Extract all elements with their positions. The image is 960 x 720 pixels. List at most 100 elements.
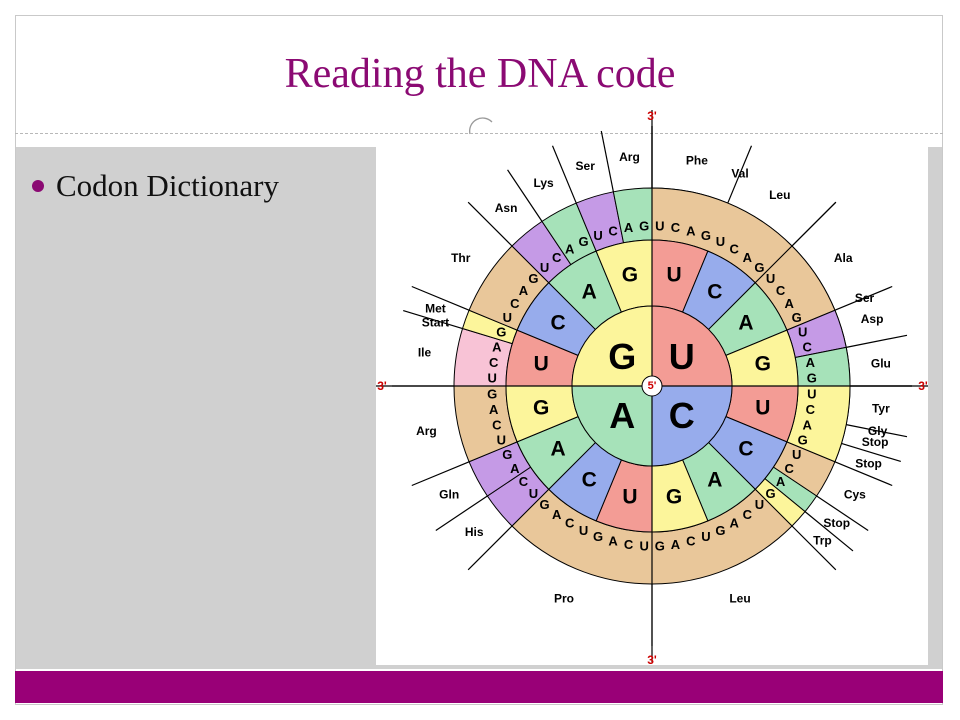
divider-line [846,424,908,438]
second-base-label: U [666,264,681,287]
second-base-label: G [755,352,771,375]
title-divider [15,133,943,134]
third-base-label: C [686,534,696,549]
third-base-label: G [798,432,808,447]
third-base-label: G [539,497,549,512]
center-label: 5' [648,380,657,392]
third-base-label: A [730,516,740,531]
third-base-label: U [503,310,512,325]
divider-line [600,130,614,192]
third-base-label: A [624,220,634,235]
amino-acid-label: Leu [769,188,790,202]
first-base-label: U [669,336,695,377]
second-base-label: A [582,281,597,304]
third-base-label: A [806,355,816,370]
amino-acid-label: Thr [451,251,471,265]
third-base-label: U [487,371,496,386]
second-base-label: U [622,485,637,508]
amino-acid-label: Lys [533,176,554,190]
third-base-label: G [792,310,802,325]
third-base-label: A [686,223,696,238]
first-base-label: C [669,395,695,436]
first-base-quadrant [571,385,653,467]
second-base-label: C [582,468,597,491]
slide-frame [15,15,943,705]
amino-acid-label: Ser [855,291,875,305]
second-base-label: C [707,281,722,304]
divider-line [435,495,488,531]
divider-line [834,285,893,311]
third-base-label: G [579,234,589,249]
divider-line [727,145,753,204]
amino-acid-label: Ala [834,251,853,265]
third-base-label: C [806,402,816,417]
third-base-label: C [489,355,499,370]
third-base-label: U [792,447,801,462]
amino-acid-label: Arg [619,150,640,164]
bullet-text: Codon Dictionary [56,168,279,203]
second-base-label: C [738,437,753,460]
third-base-label: C [671,220,681,235]
third-base-label: U [540,260,549,275]
third-base-label: G [496,325,506,340]
third-base-label: A [492,340,502,355]
amino-acid-label: Tyr [872,402,890,416]
third-base-label: G [765,486,775,501]
amino-acid-label: Asp [861,312,884,326]
divider-line [411,285,470,311]
third-base-label: U [593,228,602,243]
divider-line [403,309,463,330]
amino-acid-label: Start [422,316,449,330]
divider-line [791,525,837,571]
third-base-label: U [655,219,664,234]
third-base-label: G [593,529,603,544]
amino-acid-label: Ile [418,345,432,359]
third-base-label: C [730,241,740,256]
third-base-label: G [655,538,665,553]
third-base-label: A [519,283,529,298]
third-base-label: U [798,325,807,340]
third-base-label: U [807,386,816,401]
amino-acid-label: Cys [844,487,866,501]
amino-acid-label: Trp [813,533,832,547]
first-base-quadrant [571,305,653,387]
third-base-label: U [497,432,506,447]
bullet-item: Codon Dictionary [32,168,279,204]
third-base-label: G [715,523,725,538]
amino-acid-label: Glu [871,356,891,370]
second-base-label: A [738,312,753,335]
third-base-label: A [608,534,618,549]
end-label-top: 3' [647,109,657,123]
second-base-label: U [755,397,770,420]
second-base-label: G [533,397,549,420]
title-ornament-icon [469,117,493,135]
third-base-label: A [743,250,753,265]
amino-acid-label: Stop [862,435,889,449]
divider-line [551,145,577,204]
slide-title: Reading the DNA code [284,51,676,97]
third-base-label: C [492,417,502,432]
third-base-label: G [639,219,649,234]
third-base-label: U [529,486,538,501]
divider-line [846,334,908,348]
third-base-label: A [776,474,786,489]
third-base-label: G [701,228,711,243]
first-base-label: G [608,336,636,377]
third-base-label: C [624,537,634,552]
third-base-label: C [785,461,795,476]
third-base-label: G [807,371,817,386]
divider-line [804,511,854,552]
first-base-label: A [609,395,635,436]
third-base-label: U [716,234,725,249]
amino-acid-label: Gln [439,487,459,501]
second-base-label: A [707,468,722,491]
third-base-label: G [487,386,497,401]
footer-bar [15,671,943,703]
third-base-label: A [552,507,562,522]
divider-line [467,201,513,247]
divider-line [411,461,470,487]
divider-line [507,169,543,222]
third-base-label: U [701,529,710,544]
third-base-label: A [785,296,795,311]
